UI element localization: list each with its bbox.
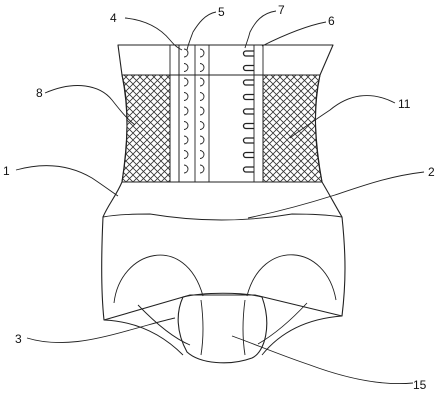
leader-1 (15, 165, 119, 197)
leader-6 (261, 21, 327, 47)
eye-icon (242, 166, 254, 173)
eye-icon (242, 151, 254, 159)
leader-4 (124, 17, 183, 51)
leader-8 (44, 85, 136, 126)
hook-inner-icon (199, 92, 205, 101)
label-8: 8 (36, 86, 43, 100)
hook-inner-icon (199, 135, 205, 145)
left-lift-cup (113, 254, 204, 304)
waist-lower-curve (102, 213, 343, 221)
hook-icon (183, 150, 189, 159)
eye-row (242, 50, 254, 173)
hook-icon (183, 92, 189, 101)
label-15: 15 (413, 378, 427, 392)
label-5: 5 (218, 5, 225, 19)
leader-2 (247, 171, 425, 219)
leader-7 (244, 10, 277, 49)
crotch-inner-line-right (242, 299, 246, 356)
right-leg-opening (261, 315, 343, 356)
leader-3 (26, 317, 176, 343)
leader-5 (186, 11, 217, 51)
hook-inner-icon (199, 63, 205, 72)
leader-11 (289, 95, 396, 139)
left-leg-opening (103, 319, 184, 356)
eye-icon (242, 64, 254, 72)
hook-inner-icon (199, 106, 205, 116)
left-mesh-panel (121, 74, 171, 183)
right-inner-seam (257, 302, 308, 345)
crotch-outline (177, 292, 268, 364)
left-inner-seam (137, 304, 191, 346)
eye-icon (242, 50, 254, 57)
label-2: 2 (428, 165, 435, 179)
right-lift-cup (246, 254, 337, 301)
eye-icon (242, 108, 254, 115)
eye-strip-outer (253, 44, 264, 183)
hook-icon (183, 164, 189, 174)
hook-inner-icon (199, 164, 205, 174)
label-6: 6 (328, 14, 335, 28)
hook-strip-inner (178, 44, 210, 183)
hook-row (183, 48, 205, 174)
hook-inner-icon (199, 48, 205, 58)
eye-icon (242, 79, 254, 86)
label-7: 7 (278, 3, 285, 17)
eye-icon (242, 137, 254, 144)
label-1: 1 (3, 164, 10, 178)
hook-icon (183, 106, 189, 116)
label-4: 4 (110, 11, 117, 25)
hook-inner-icon (199, 77, 205, 87)
hook-icon (183, 135, 189, 145)
leader-15 (231, 335, 414, 385)
hook-inner-icon (199, 121, 205, 130)
label-3: 3 (15, 332, 22, 346)
hook-strip-outer (169, 44, 180, 183)
hook-icon (183, 121, 189, 130)
hook-icon (183, 63, 189, 72)
hook-icon (183, 48, 189, 58)
hook-icon (183, 77, 189, 87)
hook-inner-icon (199, 150, 205, 159)
label-11: 11 (398, 97, 411, 111)
crotch-inner-line (200, 299, 204, 356)
eye-icon (242, 122, 254, 130)
eye-icon (242, 93, 254, 101)
right-mesh-panel (262, 74, 323, 183)
